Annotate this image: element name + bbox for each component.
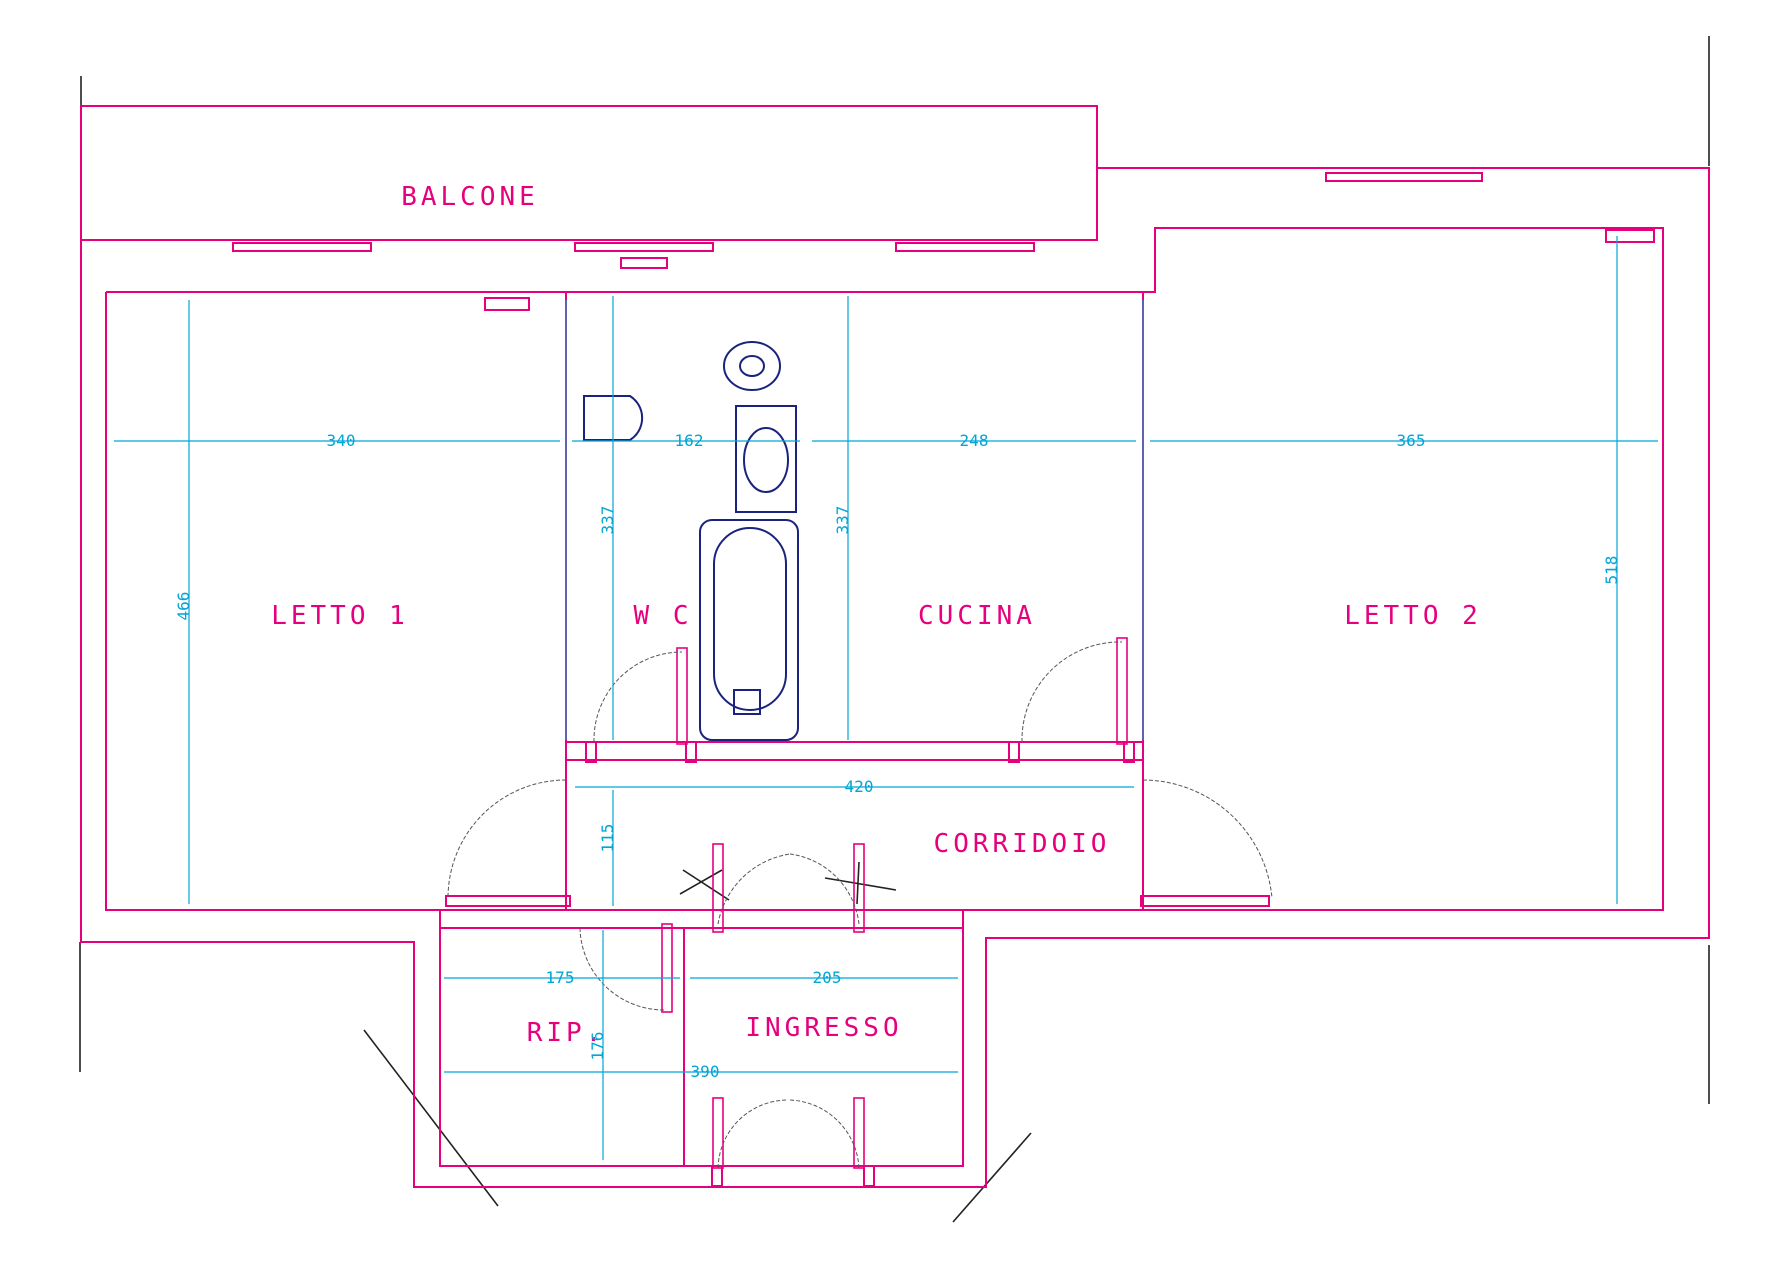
room-label-rip: RIP. bbox=[527, 1018, 606, 1048]
dimension-lines bbox=[114, 236, 1658, 1160]
bathroom-fixtures bbox=[583, 341, 799, 741]
dim-rip-width: 175 bbox=[546, 968, 575, 987]
dim-letto1-height: 466 bbox=[174, 592, 193, 621]
dim-letto2-width: 365 bbox=[1397, 431, 1426, 450]
dim-cucina-width: 248 bbox=[960, 431, 989, 450]
dim-ingresso-width: 205 bbox=[813, 968, 842, 987]
room-label-letto-1: LETTO 1 bbox=[271, 601, 409, 631]
dim-letto1-width: 340 bbox=[327, 431, 356, 450]
dim-letto2-height: 518 bbox=[1602, 556, 1621, 585]
doors bbox=[661, 637, 1128, 1169]
room-labels: BALCONE LETTO 1 W C CUCINA LETTO 2 CORRI… bbox=[271, 182, 1482, 1048]
dim-wc-height: 337 bbox=[598, 506, 617, 535]
room-label-corridoio: CORRIDOIO bbox=[934, 829, 1111, 859]
dim-wc-width: 162 bbox=[675, 431, 704, 450]
dim-corridoio-height: 115 bbox=[598, 824, 617, 853]
room-label-ingresso: INGRESSO bbox=[745, 1013, 902, 1043]
walls bbox=[80, 105, 1710, 1188]
room-label-wc: W C bbox=[634, 601, 693, 631]
dimension-labels: 340 162 248 365 466 337 337 518 420 115 … bbox=[174, 431, 1621, 1081]
dim-ingresso-total-width: 390 bbox=[691, 1062, 720, 1081]
door-swings bbox=[447, 641, 1273, 1169]
dim-rip-height: 176 bbox=[588, 1032, 607, 1061]
room-label-cucina: CUCINA bbox=[918, 601, 1036, 631]
dim-corridoio-width: 420 bbox=[845, 777, 874, 796]
room-label-balcone: BALCONE bbox=[401, 182, 539, 212]
room-label-letto-2: LETTO 2 bbox=[1344, 601, 1482, 631]
dim-cucina-height: 337 bbox=[833, 506, 852, 535]
